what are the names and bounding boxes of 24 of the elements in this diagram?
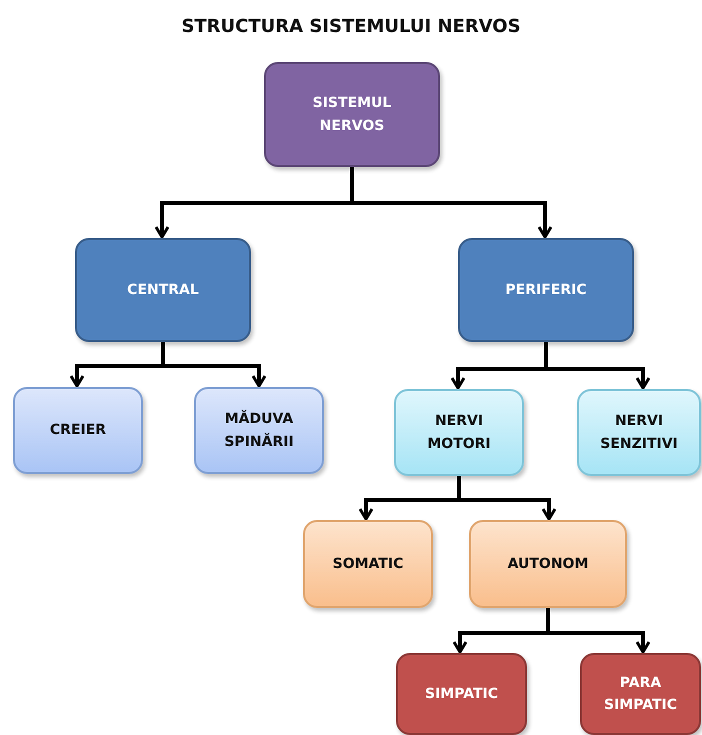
node-label: PARA SIMPATIC bbox=[603, 674, 678, 715]
node-label: SISTEMUL NERVOS bbox=[312, 94, 392, 136]
branch-box bbox=[396, 653, 527, 735]
root-box bbox=[264, 62, 440, 167]
node-label: MĂDUVA SPINĂRII bbox=[223, 408, 295, 452]
organ-box bbox=[194, 387, 324, 474]
connector-arrow bbox=[350, 167, 552, 238]
node-label: SOMATIC bbox=[332, 554, 404, 574]
node-label: NERVI MOTORI bbox=[426, 412, 492, 454]
nerve-box bbox=[577, 389, 701, 476]
node-label: NERVI SENZITIVI bbox=[599, 412, 679, 454]
nerve-box bbox=[394, 389, 524, 476]
node-label: PERIFERIC bbox=[505, 280, 587, 300]
branch-box bbox=[580, 653, 701, 735]
category-box bbox=[75, 238, 251, 342]
diagram-title: STRUCTURA SISTEMULUI NERVOS bbox=[180, 16, 522, 37]
division-box bbox=[469, 520, 627, 608]
organ-box bbox=[13, 387, 143, 474]
node-label: CENTRAL bbox=[127, 280, 199, 300]
node-label: AUTONOM bbox=[508, 554, 588, 574]
node-label: SIMPATIC bbox=[425, 684, 498, 704]
category-box bbox=[458, 238, 634, 342]
division-box bbox=[303, 520, 433, 608]
node-label: CREIER bbox=[50, 421, 106, 440]
